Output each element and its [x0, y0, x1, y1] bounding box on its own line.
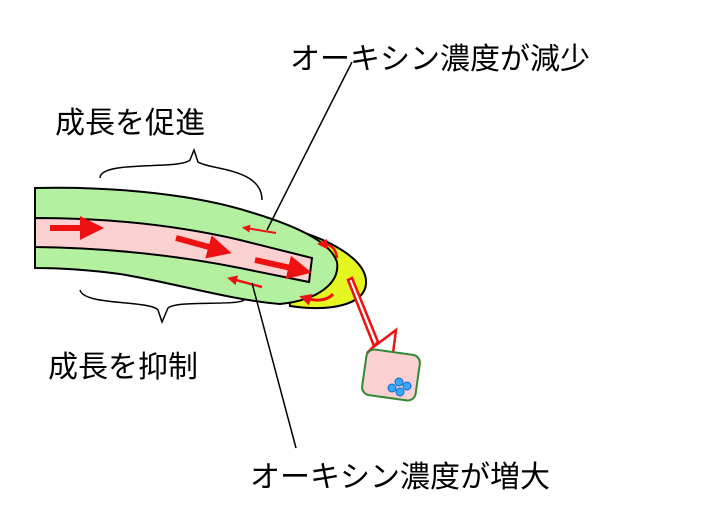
transport-arrow	[346, 276, 398, 363]
upper-brace	[99, 147, 263, 201]
leader-line-bottom	[251, 282, 297, 449]
growth-inhibited-label: 成長を抑制	[48, 350, 198, 385]
auxin-increase-label: オーキシン濃度が増大	[250, 460, 550, 495]
auxin-dots	[387, 377, 412, 397]
auxin-arrows	[50, 216, 339, 306]
pink-core	[34, 216, 314, 284]
lower-brace	[79, 289, 245, 325]
leader-line-top	[266, 61, 353, 231]
agar-block	[361, 348, 421, 402]
auxin-decrease-label: オーキシン濃度が減少	[290, 42, 590, 77]
growth-promoted-label: 成長を促進	[55, 106, 205, 141]
